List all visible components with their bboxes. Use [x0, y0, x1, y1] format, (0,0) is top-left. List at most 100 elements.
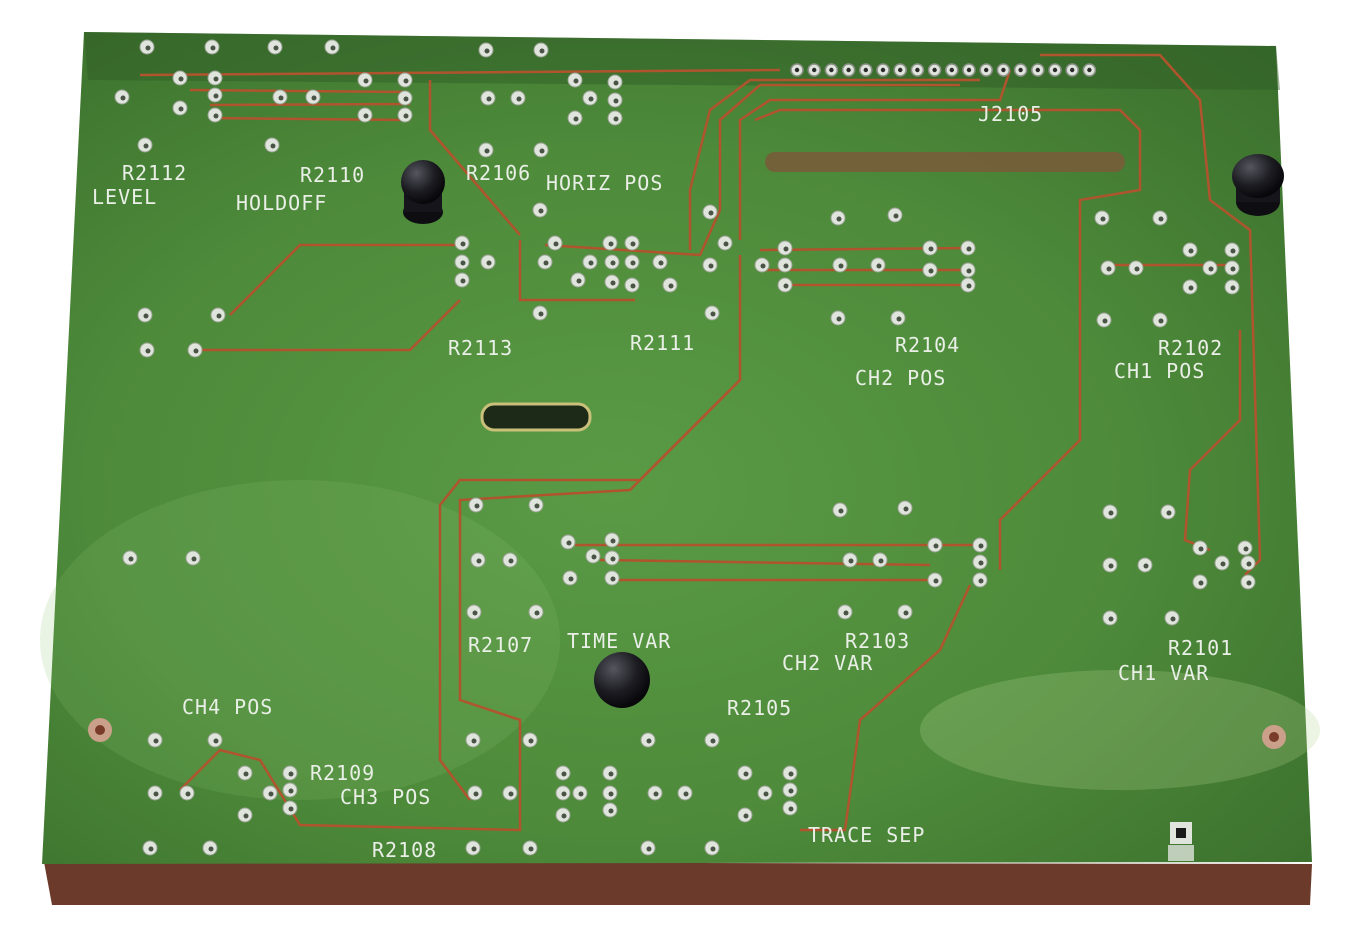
connector-pin-hole	[1035, 67, 1041, 73]
solder-pad-lead	[838, 508, 844, 514]
solder-pad-lead	[723, 241, 729, 247]
solder-pad-lead	[243, 771, 249, 777]
solder-pad-lead	[1143, 563, 1149, 569]
solder-pad-lead	[403, 96, 409, 102]
connector-pin-hole	[1018, 67, 1023, 73]
label-r2105: R2105	[727, 696, 792, 720]
solder-pad-lead	[486, 260, 492, 266]
solder-pad-lead	[208, 846, 214, 852]
solder-pad-lead	[878, 558, 884, 564]
solder-pad-lead	[460, 260, 466, 266]
solder-pad-lead	[476, 558, 482, 564]
solder-pad-lead	[213, 113, 219, 119]
connector-pin-hole	[949, 67, 954, 73]
solder-pad-lead	[608, 241, 614, 247]
solder-pad-lead	[216, 313, 222, 319]
connector-pin-hole	[966, 67, 972, 73]
solder-pad-lead	[708, 263, 714, 269]
solder-pad-lead	[568, 576, 574, 582]
label-r2107: R2107	[468, 633, 533, 657]
solder-pad-lead	[1108, 563, 1114, 569]
solder-pad-lead	[1166, 510, 1172, 516]
solder-pad-lead	[185, 791, 191, 797]
solder-pad-lead	[243, 813, 249, 819]
solder-pad-lead	[610, 260, 616, 266]
solder-pad-lead	[1100, 216, 1106, 222]
solder-pad-lead	[460, 278, 466, 284]
solder-pad-lead	[330, 45, 336, 51]
label-r2110: R2110	[300, 163, 365, 187]
standoff-right	[1232, 154, 1284, 216]
solder-pad-lead	[630, 260, 636, 266]
solder-pad-lead	[630, 283, 636, 289]
label-r2113: R2113	[448, 336, 513, 360]
solder-pad-lead	[903, 610, 909, 616]
connector-pin-hole	[1001, 67, 1006, 73]
solder-pad-lead	[539, 48, 545, 54]
solder-pad-lead	[591, 554, 597, 560]
label-r2111: R2111	[630, 331, 695, 355]
solder-pad-lead	[843, 610, 849, 616]
solder-pad-lead	[573, 78, 579, 84]
label-ch1-pos: CH1 POS	[1114, 359, 1205, 383]
label-level: LEVEL	[92, 185, 157, 209]
standoffs	[401, 154, 1284, 708]
solder-pad-lead	[1198, 580, 1204, 586]
solder-pad-lead	[1230, 266, 1236, 272]
solder-pad-lead	[708, 210, 714, 216]
solder-pad-lead	[836, 216, 842, 222]
connector-pins	[790, 63, 1097, 77]
solder-pad-lead	[528, 846, 534, 852]
connector-pin-hole	[1070, 67, 1075, 73]
label-ch2-var: CH2 VAR	[782, 651, 873, 675]
solder-pad-lead	[143, 143, 149, 149]
solder-pad-lead	[576, 278, 582, 284]
label-r2109: R2109	[310, 761, 375, 785]
solder-pad-lead	[788, 771, 794, 777]
solder-pad-lead	[538, 311, 544, 317]
solder-pad-lead	[1108, 510, 1114, 516]
solder-pad-lead	[1246, 580, 1252, 586]
solder-pad-lead	[1170, 616, 1176, 622]
marker-pad	[1168, 822, 1194, 861]
label-horiz-pos: HORIZ POS	[546, 171, 663, 195]
solder-pad-lead	[710, 846, 716, 852]
solder-pad-lead	[646, 846, 652, 852]
board-glare-right	[920, 670, 1320, 790]
solder-pad-lead	[1158, 216, 1164, 222]
short-slot	[480, 402, 592, 432]
solder-pad-lead	[573, 116, 579, 122]
solder-pad-lead	[646, 738, 652, 744]
long-slot	[765, 152, 1125, 172]
solder-pad-lead	[896, 316, 902, 322]
solder-pad-lead	[613, 116, 619, 122]
solder-pad-lead	[268, 791, 274, 797]
solder-pad-lead	[486, 96, 492, 102]
solder-pad-lead	[588, 260, 594, 266]
solder-pad-lead	[143, 313, 149, 319]
solder-pad-lead	[1102, 318, 1108, 324]
solder-pad-lead	[210, 45, 216, 51]
solder-pad-lead	[836, 316, 842, 322]
solder-pad-lead	[1108, 616, 1114, 622]
solder-pad-lead	[534, 503, 540, 509]
label-holdoff: HOLDOFF	[236, 191, 327, 215]
solder-pad-lead	[760, 263, 766, 269]
solder-pad-lead	[561, 813, 567, 819]
solder-pad-lead	[278, 95, 284, 101]
solder-pad-lead	[928, 246, 934, 252]
connector-pin-hole	[932, 67, 937, 73]
solder-pad-lead	[578, 791, 584, 797]
solder-pad-lead	[561, 791, 567, 797]
solder-pad-lead	[608, 771, 614, 777]
solder-pad-lead	[783, 283, 789, 289]
solder-pad-lead	[561, 771, 567, 777]
solder-pad-lead	[610, 576, 616, 582]
connector-pin-hole	[812, 67, 817, 73]
solder-pad-lead	[1106, 266, 1112, 272]
solder-pad-lead	[363, 113, 369, 119]
solder-pad-lead	[608, 791, 614, 797]
solder-pad-lead	[288, 806, 294, 812]
solder-pad-lead	[928, 268, 934, 274]
label-ch1-var: CH1 VAR	[1118, 661, 1209, 685]
